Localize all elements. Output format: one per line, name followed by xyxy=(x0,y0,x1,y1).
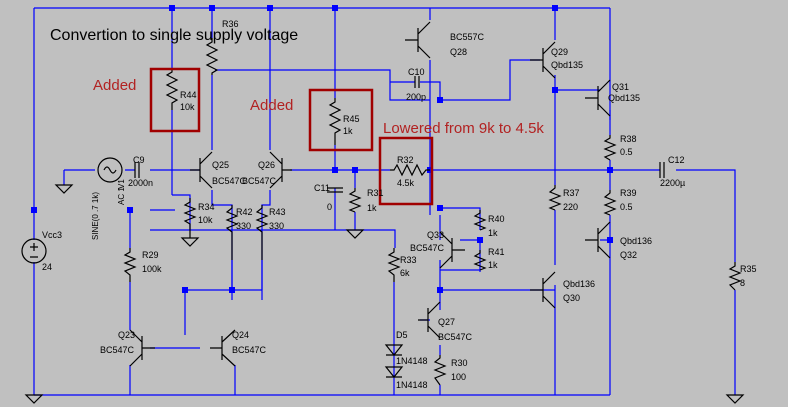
label-r35: R35 xyxy=(740,264,757,274)
label-qbd135-q29: Qbd135 xyxy=(551,60,583,70)
label-q33-type: BC547C xyxy=(410,243,445,253)
label-q29: Q29 xyxy=(551,47,568,57)
transistors xyxy=(129,21,611,367)
label-r41: R41 xyxy=(488,247,505,257)
label-v1: V1 xyxy=(117,179,126,189)
label-r44-value: 10k xyxy=(180,102,195,112)
label-r42-value: 330 xyxy=(236,221,251,231)
label-d5: D5 xyxy=(396,330,408,340)
label-r41-value: 1k xyxy=(488,260,498,270)
label-r34: R34 xyxy=(198,202,215,212)
added-r44-box xyxy=(149,67,201,133)
label-d4-type: 1N4148 xyxy=(396,380,428,390)
label-r43-value: 330 xyxy=(269,221,284,231)
label-q33: Q33 xyxy=(427,230,444,240)
label-c12-value: 2200µ xyxy=(660,178,685,188)
label-c10-value: 200p xyxy=(406,92,426,102)
wires xyxy=(33,7,736,396)
label-r45-value: 1k xyxy=(343,126,353,136)
label-r34-value: 10k xyxy=(198,215,213,225)
annotation-added-r45: Added xyxy=(250,97,293,114)
label-c11-value: 0 xyxy=(327,202,332,212)
label-q23-type: BC547C xyxy=(100,345,135,355)
label-r37: R37 xyxy=(563,188,580,198)
label-r32: R32 xyxy=(397,155,414,165)
diodes xyxy=(384,344,404,378)
label-c12: C12 xyxy=(668,155,685,165)
label-q24: Q24 xyxy=(232,330,249,340)
label-r39: R39 xyxy=(620,188,637,198)
label-r31: R31 xyxy=(367,188,384,198)
label-r42: R42 xyxy=(236,207,253,217)
schematic-title: Convertion to single supply voltage xyxy=(50,27,298,44)
label-r30: R30 xyxy=(451,358,468,368)
label-c11: C11 xyxy=(314,183,330,193)
label-r37-value: 220 xyxy=(563,202,578,212)
label-r39-value: 0.5 xyxy=(620,202,633,212)
label-q26: Q26 xyxy=(258,160,275,170)
label-r33-value: 6k xyxy=(400,268,410,278)
label-qbd136-q32: Qbd136 xyxy=(620,236,652,246)
label-vcc3-value: 24 xyxy=(42,262,52,272)
label-q27: Q27 xyxy=(438,317,455,327)
label-q23: Q23 xyxy=(118,330,135,340)
annotation-added-r44: Added xyxy=(93,77,136,94)
label-bc557c: BC557C xyxy=(450,32,485,42)
label-q25-type: BC547C xyxy=(212,176,247,186)
label-c9-value: 2000n xyxy=(128,178,153,188)
label-d5-type: 1N4148 xyxy=(396,356,428,366)
label-c10: C10 xyxy=(408,67,425,77)
label-q24-type: BC547C xyxy=(232,345,267,355)
resistors xyxy=(123,38,742,386)
label-r29: R29 xyxy=(142,250,159,260)
label-r45: R45 xyxy=(343,114,360,124)
label-sine-source: SINE(0 .7 1k) xyxy=(91,192,100,240)
label-r35-value: 8 xyxy=(740,278,745,288)
label-r38-value: 0.5 xyxy=(620,147,633,157)
label-qbd136-q30: Qbd136 xyxy=(563,279,595,289)
label-vcc3: Vcc3 xyxy=(42,230,62,240)
label-r31-value: 1k xyxy=(367,203,377,213)
label-r44: R44 xyxy=(180,90,197,100)
label-r32-value: 4.5k xyxy=(397,178,415,188)
label-q25: Q25 xyxy=(212,160,229,170)
capacitors xyxy=(134,76,665,193)
grounds xyxy=(24,184,745,404)
added-r45-box xyxy=(308,88,374,152)
label-c9: C9 xyxy=(133,155,145,165)
lowered-r32-box xyxy=(378,136,434,206)
label-q28: Q28 xyxy=(450,47,467,57)
label-q31: Q31 xyxy=(612,82,629,92)
sources xyxy=(21,157,123,264)
label-r30-value: 100 xyxy=(451,372,466,382)
label-r38: R38 xyxy=(620,134,637,144)
label-r33: R33 xyxy=(400,255,417,265)
label-q26-type: BC547C xyxy=(242,176,277,186)
label-r29-value: 100k xyxy=(142,264,162,274)
label-r36: R36 xyxy=(222,19,239,29)
label-r40: R40 xyxy=(488,214,505,224)
label-q30: Q30 xyxy=(563,293,580,303)
label-q27-type: BC547C xyxy=(438,332,473,342)
label-ac-source: AC 1 xyxy=(117,187,126,205)
label-qbd135-q31: Qbd135 xyxy=(608,93,640,103)
label-r43: R43 xyxy=(269,207,286,217)
label-r40-value: 1k xyxy=(488,228,498,238)
label-q32: Q32 xyxy=(620,250,637,260)
annotation-lowered-r32: Lowered from 9k to 4.5k xyxy=(383,120,544,137)
